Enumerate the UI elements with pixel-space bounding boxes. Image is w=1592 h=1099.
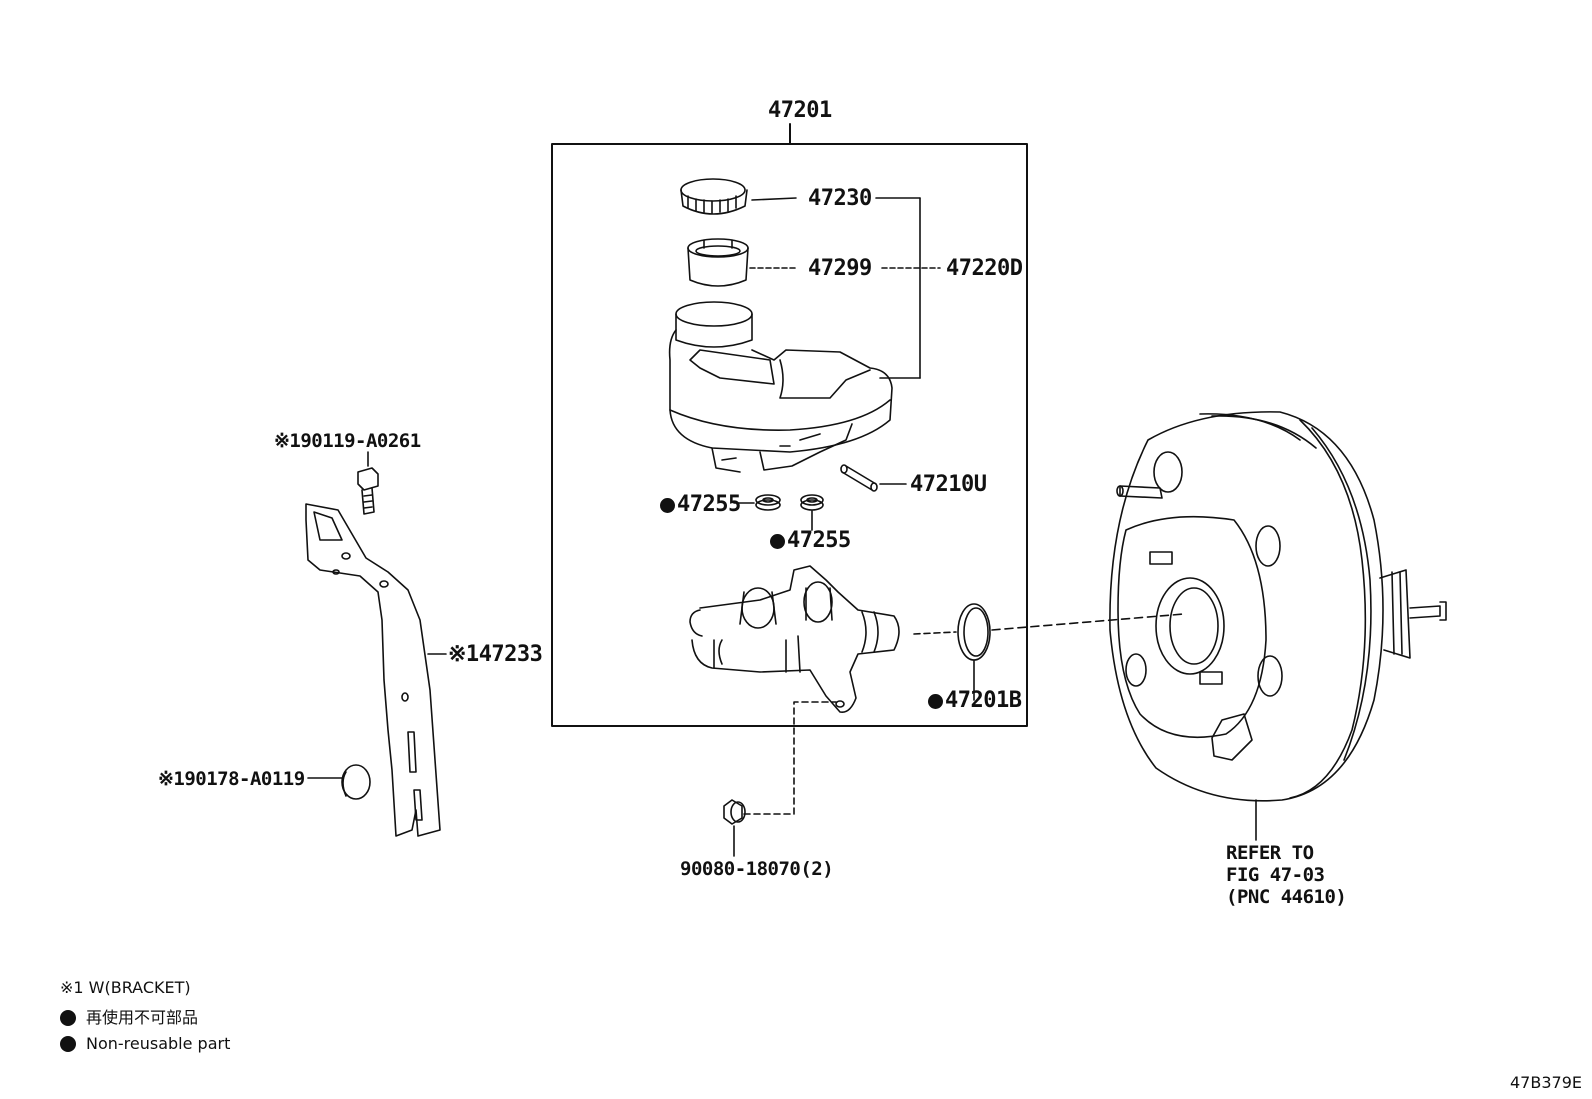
strainer-drawing [687,238,749,287]
cap-part-number: 47230 [808,186,872,211]
plug-mark: ※1 [158,768,185,790]
refer-line-3: (PNC 44610) [1226,886,1347,908]
oring-drawing [957,603,991,661]
grommet-left-drawing [755,494,781,511]
refer-line-1: REFER TO [1226,842,1314,864]
refer-line-2: FIG 47-03 [1226,864,1325,886]
reservoir-drawing [668,301,893,473]
assembly-part-number: 47201 [768,98,832,123]
legend-bracket-note: ※1 W(BRACKET) [60,978,191,997]
strainer-part-number: 47299 [808,256,872,281]
grommet-right-drawing [800,494,824,511]
assembly-frame [551,143,1028,727]
non-reusable-dot-icon [660,498,675,513]
plug-label: ※190178-A0119 [158,770,305,789]
non-reusable-dot-icon [60,1036,76,1052]
bolt-part-number: 90119-A0261 [300,430,421,452]
reservoir-part-number: 47220D [946,256,1023,281]
oring-part-number: 47201B [945,688,1022,713]
non-reusable-dot-icon [770,534,785,549]
pin-drawing [840,464,878,492]
plug-part-number: 90178-A0119 [184,768,305,790]
master-cylinder-drawing [689,565,900,714]
reservoir-cap-drawing [680,178,748,215]
non-reusable-dot-icon [60,1010,76,1026]
bracket-part-number: 47233 [478,642,543,667]
bolt-label: ※190119-A0261 [274,432,421,451]
grommet-right-label: 47255 [770,530,851,552]
legend-non-reusable-en: Non-reusable part [86,1034,231,1053]
grommet-right-part-number: 47255 [787,528,851,553]
bracket-label: ※147233 [448,642,543,667]
diagram-code: 47B379E [1510,1073,1582,1092]
oring-label: 47201B [928,688,1022,713]
nut-part-number: 90080-18070(2) [680,858,834,880]
grommet-left-label: 47255 [660,494,741,516]
pin-part-number: 47210U [910,472,987,497]
brake-booster-drawing [1109,411,1447,802]
nut-drawing [723,799,746,825]
bolt-drawing [357,467,379,515]
plug-drawing [341,764,371,800]
bracket-mark: ※1 [448,642,479,667]
bolt-mark: ※1 [274,430,301,452]
legend-non-reusable-jp: 再使用不可部品 [86,1008,199,1027]
bracket-drawing [305,503,441,837]
grommet-left-part-number: 47255 [677,492,741,517]
non-reusable-dot-icon [928,694,943,709]
